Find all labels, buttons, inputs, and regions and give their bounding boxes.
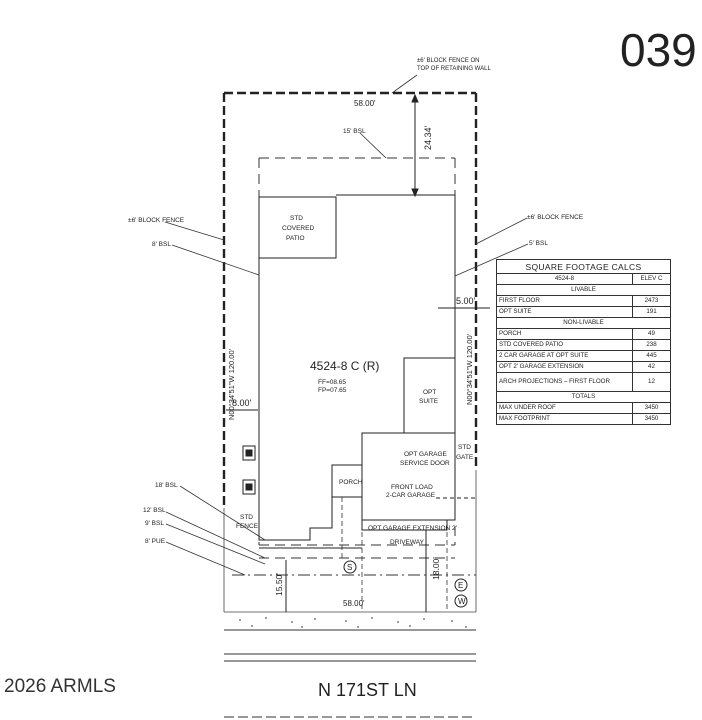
label-leaders bbox=[164, 74, 529, 576]
std-fence-label-2: FENCE bbox=[236, 523, 259, 530]
rear-setback-dim bbox=[411, 93, 419, 198]
lot-number: 039 bbox=[620, 24, 697, 76]
front-bsl-18-label: 18' BSL bbox=[155, 482, 178, 489]
livable-header: LIVABLE bbox=[496, 284, 671, 296]
right-side-label: 5.00' bbox=[456, 296, 476, 306]
right-block-fence-label: ±6' BLOCK FENCE bbox=[527, 214, 584, 221]
table-plan-col: 4524-8 bbox=[496, 273, 633, 285]
lot-line-front bbox=[223, 470, 477, 613]
left-bearing-label: N00°34'51"W 120.00' bbox=[227, 348, 236, 420]
street-lines bbox=[224, 629, 476, 718]
electric-label: E bbox=[458, 581, 463, 590]
rear-width-label: 58.00' bbox=[354, 99, 376, 108]
front-setback-right-label: 18.00' bbox=[431, 557, 441, 580]
front-bsl-12-label: 12' BSL bbox=[143, 507, 166, 514]
totals-header: TOTALS bbox=[496, 391, 671, 403]
driveway-label: DRIVEWAY bbox=[390, 539, 425, 546]
front-setback-dims bbox=[285, 530, 427, 612]
patio-label-2: COVERED bbox=[282, 225, 314, 232]
driveway-outline bbox=[341, 497, 448, 612]
block-fence-retaining-label: ±6' BLOCK FENCE ON bbox=[417, 58, 479, 64]
house-footprint bbox=[258, 194, 456, 541]
copyright-watermark: 2026 ARMLS bbox=[4, 676, 116, 697]
std-fence bbox=[259, 497, 476, 549]
water-label: W bbox=[458, 597, 466, 606]
finish-floor-label: FF=08.65 bbox=[318, 379, 346, 386]
opt-suite-label-2: SUITE bbox=[419, 398, 439, 405]
sidewalk-stipple bbox=[239, 617, 467, 628]
opt-suite-label-1: OPT bbox=[423, 389, 436, 396]
right-bearing-label: N00°34'51"W 120.00' bbox=[465, 333, 474, 405]
front-bsl-9-label: 9' BSL bbox=[145, 520, 164, 527]
block-fence-retaining-label-2: TOP OF RETAINING WALL bbox=[417, 66, 491, 72]
plan-model-label: 4524-8 C (R) bbox=[310, 359, 379, 373]
pue-label: 8' PUE bbox=[145, 538, 166, 545]
table-elev-col: ELEV C bbox=[632, 273, 671, 285]
water-marker bbox=[454, 594, 468, 608]
rear-bsl-label: 15' BSL bbox=[343, 128, 366, 135]
right-bsl-label: 5' BSL bbox=[529, 240, 548, 247]
garage-door-label-2: SERVICE DOOR bbox=[400, 460, 450, 467]
patio-label-1: STD bbox=[290, 215, 303, 222]
left-bsl-label: 8' BSL bbox=[152, 241, 171, 248]
front-load-label-1: FRONT LOAD bbox=[391, 484, 433, 491]
sewer-label: S bbox=[347, 563, 352, 572]
std-gate-label-1: STD bbox=[458, 444, 471, 451]
property-line bbox=[222, 91, 478, 508]
garage-ext-label: OPT GARAGE EXTENSION 2' bbox=[368, 525, 457, 532]
garage-door-label-1: OPT GARAGE bbox=[404, 451, 448, 458]
left-side-label: 8.00' bbox=[232, 398, 252, 408]
std-gate-label-2: GATE bbox=[456, 454, 474, 461]
front-setback-left-label: 15.50' bbox=[274, 573, 284, 596]
sewer-marker bbox=[343, 560, 357, 574]
porch-label: PORCH bbox=[339, 479, 363, 486]
patio-label-3: PATIO bbox=[286, 235, 305, 242]
rear-setback-label: 24.34' bbox=[423, 125, 433, 150]
street-name: N 171ST LN bbox=[318, 680, 417, 700]
electric-marker bbox=[454, 578, 468, 592]
front-load-label-2: 2-CAR GARAGE bbox=[386, 492, 436, 499]
non-livable-header: NON-LIVABLE bbox=[496, 317, 671, 329]
table-title: SQUARE FOOTAGE CALCS bbox=[496, 259, 671, 274]
ac-unit-icons bbox=[242, 445, 256, 495]
front-width-label: 58.00' bbox=[343, 599, 365, 608]
left-block-fence-label: ±6' BLOCK FENCE bbox=[128, 217, 185, 224]
utility-markers bbox=[343, 560, 468, 608]
finish-pad-label: FP=07.65 bbox=[318, 387, 347, 394]
std-fence-label-1: STD bbox=[240, 514, 253, 521]
